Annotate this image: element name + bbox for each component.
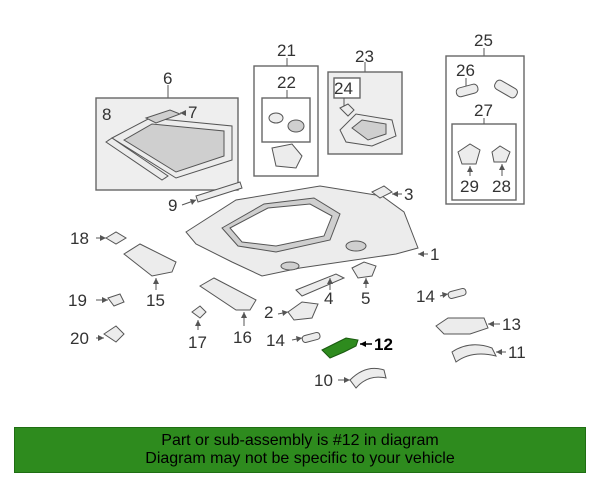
trim-strip-9: [181, 181, 243, 206]
callout-22: 22: [277, 73, 296, 92]
trim-4: [295, 273, 346, 297]
clip-17: [191, 305, 207, 319]
visor-clip-18: [105, 231, 127, 245]
bracket-13: [435, 317, 489, 335]
callout-14-lower: 14: [266, 331, 285, 350]
bulb-28: [491, 145, 511, 163]
handle-recess-rear: [280, 261, 300, 271]
grab-handle: [349, 367, 387, 389]
mid-parts: [277, 261, 377, 321]
highlighted-part-12: [321, 337, 359, 359]
callout-13: 13: [502, 315, 521, 334]
dome-lamp-lens: [351, 119, 387, 141]
clip-3: [371, 185, 402, 199]
callout-5: 5: [361, 289, 370, 308]
part-12-highlighted: [321, 337, 372, 359]
callout-15: 15: [146, 291, 165, 310]
callout-6: 6: [163, 69, 172, 88]
sunroof-opening-inner: [229, 203, 333, 247]
bulb-24: [339, 103, 355, 117]
sun-visor-15: [123, 243, 177, 277]
callout-28: 28: [492, 177, 511, 196]
plug-14-upper: [447, 287, 467, 300]
right-parts: [435, 317, 506, 363]
sun-visor-right: [191, 277, 257, 330]
callout-27: 27: [474, 101, 493, 120]
sun-visor-16: [199, 277, 257, 311]
callout-20: 20: [70, 329, 89, 348]
grab-handle-10: [338, 367, 387, 389]
callout-19: 19: [68, 291, 87, 310]
callout-2: 2: [264, 303, 273, 322]
callout-18: 18: [70, 229, 89, 248]
callout-23: 23: [355, 47, 374, 66]
bulb-26: [455, 83, 479, 98]
bracket-2: [287, 301, 319, 321]
callout-25: 25: [474, 31, 493, 50]
callout-26: 26: [456, 61, 475, 80]
frame-22: [261, 97, 311, 143]
banner-line-1: Part or sub-assembly is #12 in diagram: [161, 432, 439, 449]
callout-9: 9: [168, 196, 177, 215]
frame-25: [445, 55, 525, 205]
lens-26: [494, 79, 518, 99]
callout-16: 16: [233, 328, 252, 347]
group-23-box: [327, 62, 403, 155]
callout-17: 17: [188, 333, 207, 352]
callout-12: 12: [374, 335, 393, 354]
trim-strip: [195, 181, 243, 203]
sun-visor-left: [96, 231, 177, 290]
bracket-20: [103, 325, 125, 343]
callout-3: 3: [404, 185, 413, 204]
callout-1: 1: [430, 245, 439, 264]
socket-part: [287, 119, 305, 133]
banner-line-2: Diagram may not be specific to your vehi…: [145, 450, 455, 467]
shade-rail: [105, 137, 169, 181]
sunroof-shade-inner: [123, 123, 225, 173]
bulb-part: [268, 112, 284, 124]
callout-11: 11: [508, 343, 526, 362]
callout-10: 10: [314, 371, 333, 390]
lamp-29: [457, 143, 481, 165]
callout-8: 8: [102, 105, 111, 124]
callout-29: 29: [460, 177, 479, 196]
grab-handle-11: [451, 344, 497, 363]
callout-21: 21: [277, 41, 296, 60]
sunroof-shade-group: [95, 85, 239, 191]
callout-24: 24: [334, 79, 353, 98]
plugs-14: [291, 287, 467, 344]
plug-14-lower: [301, 331, 321, 344]
info-banner: Part or sub-assembly is #12 in diagram D…: [14, 427, 586, 473]
lamp-housing-21: [271, 143, 303, 169]
callout-7: 7: [188, 103, 197, 122]
handle-recess: [345, 240, 367, 252]
group-25-box: [445, 48, 525, 205]
shade-clip: [144, 109, 182, 124]
parts-diagram: 1 2 3 4 5 6 7 8 9 10 11 12 13 14 14 15 1…: [68, 31, 526, 390]
callout-14-upper: 14: [416, 287, 435, 306]
headliner-1: [185, 185, 428, 277]
frame-21: [253, 65, 319, 177]
small-parts-left: [96, 293, 125, 343]
callout-4: 4: [324, 289, 333, 308]
group-21-box: [253, 58, 319, 177]
bracket-5: [351, 261, 377, 279]
visor-bracket-19: [107, 293, 125, 307]
clip-part: [371, 185, 393, 199]
